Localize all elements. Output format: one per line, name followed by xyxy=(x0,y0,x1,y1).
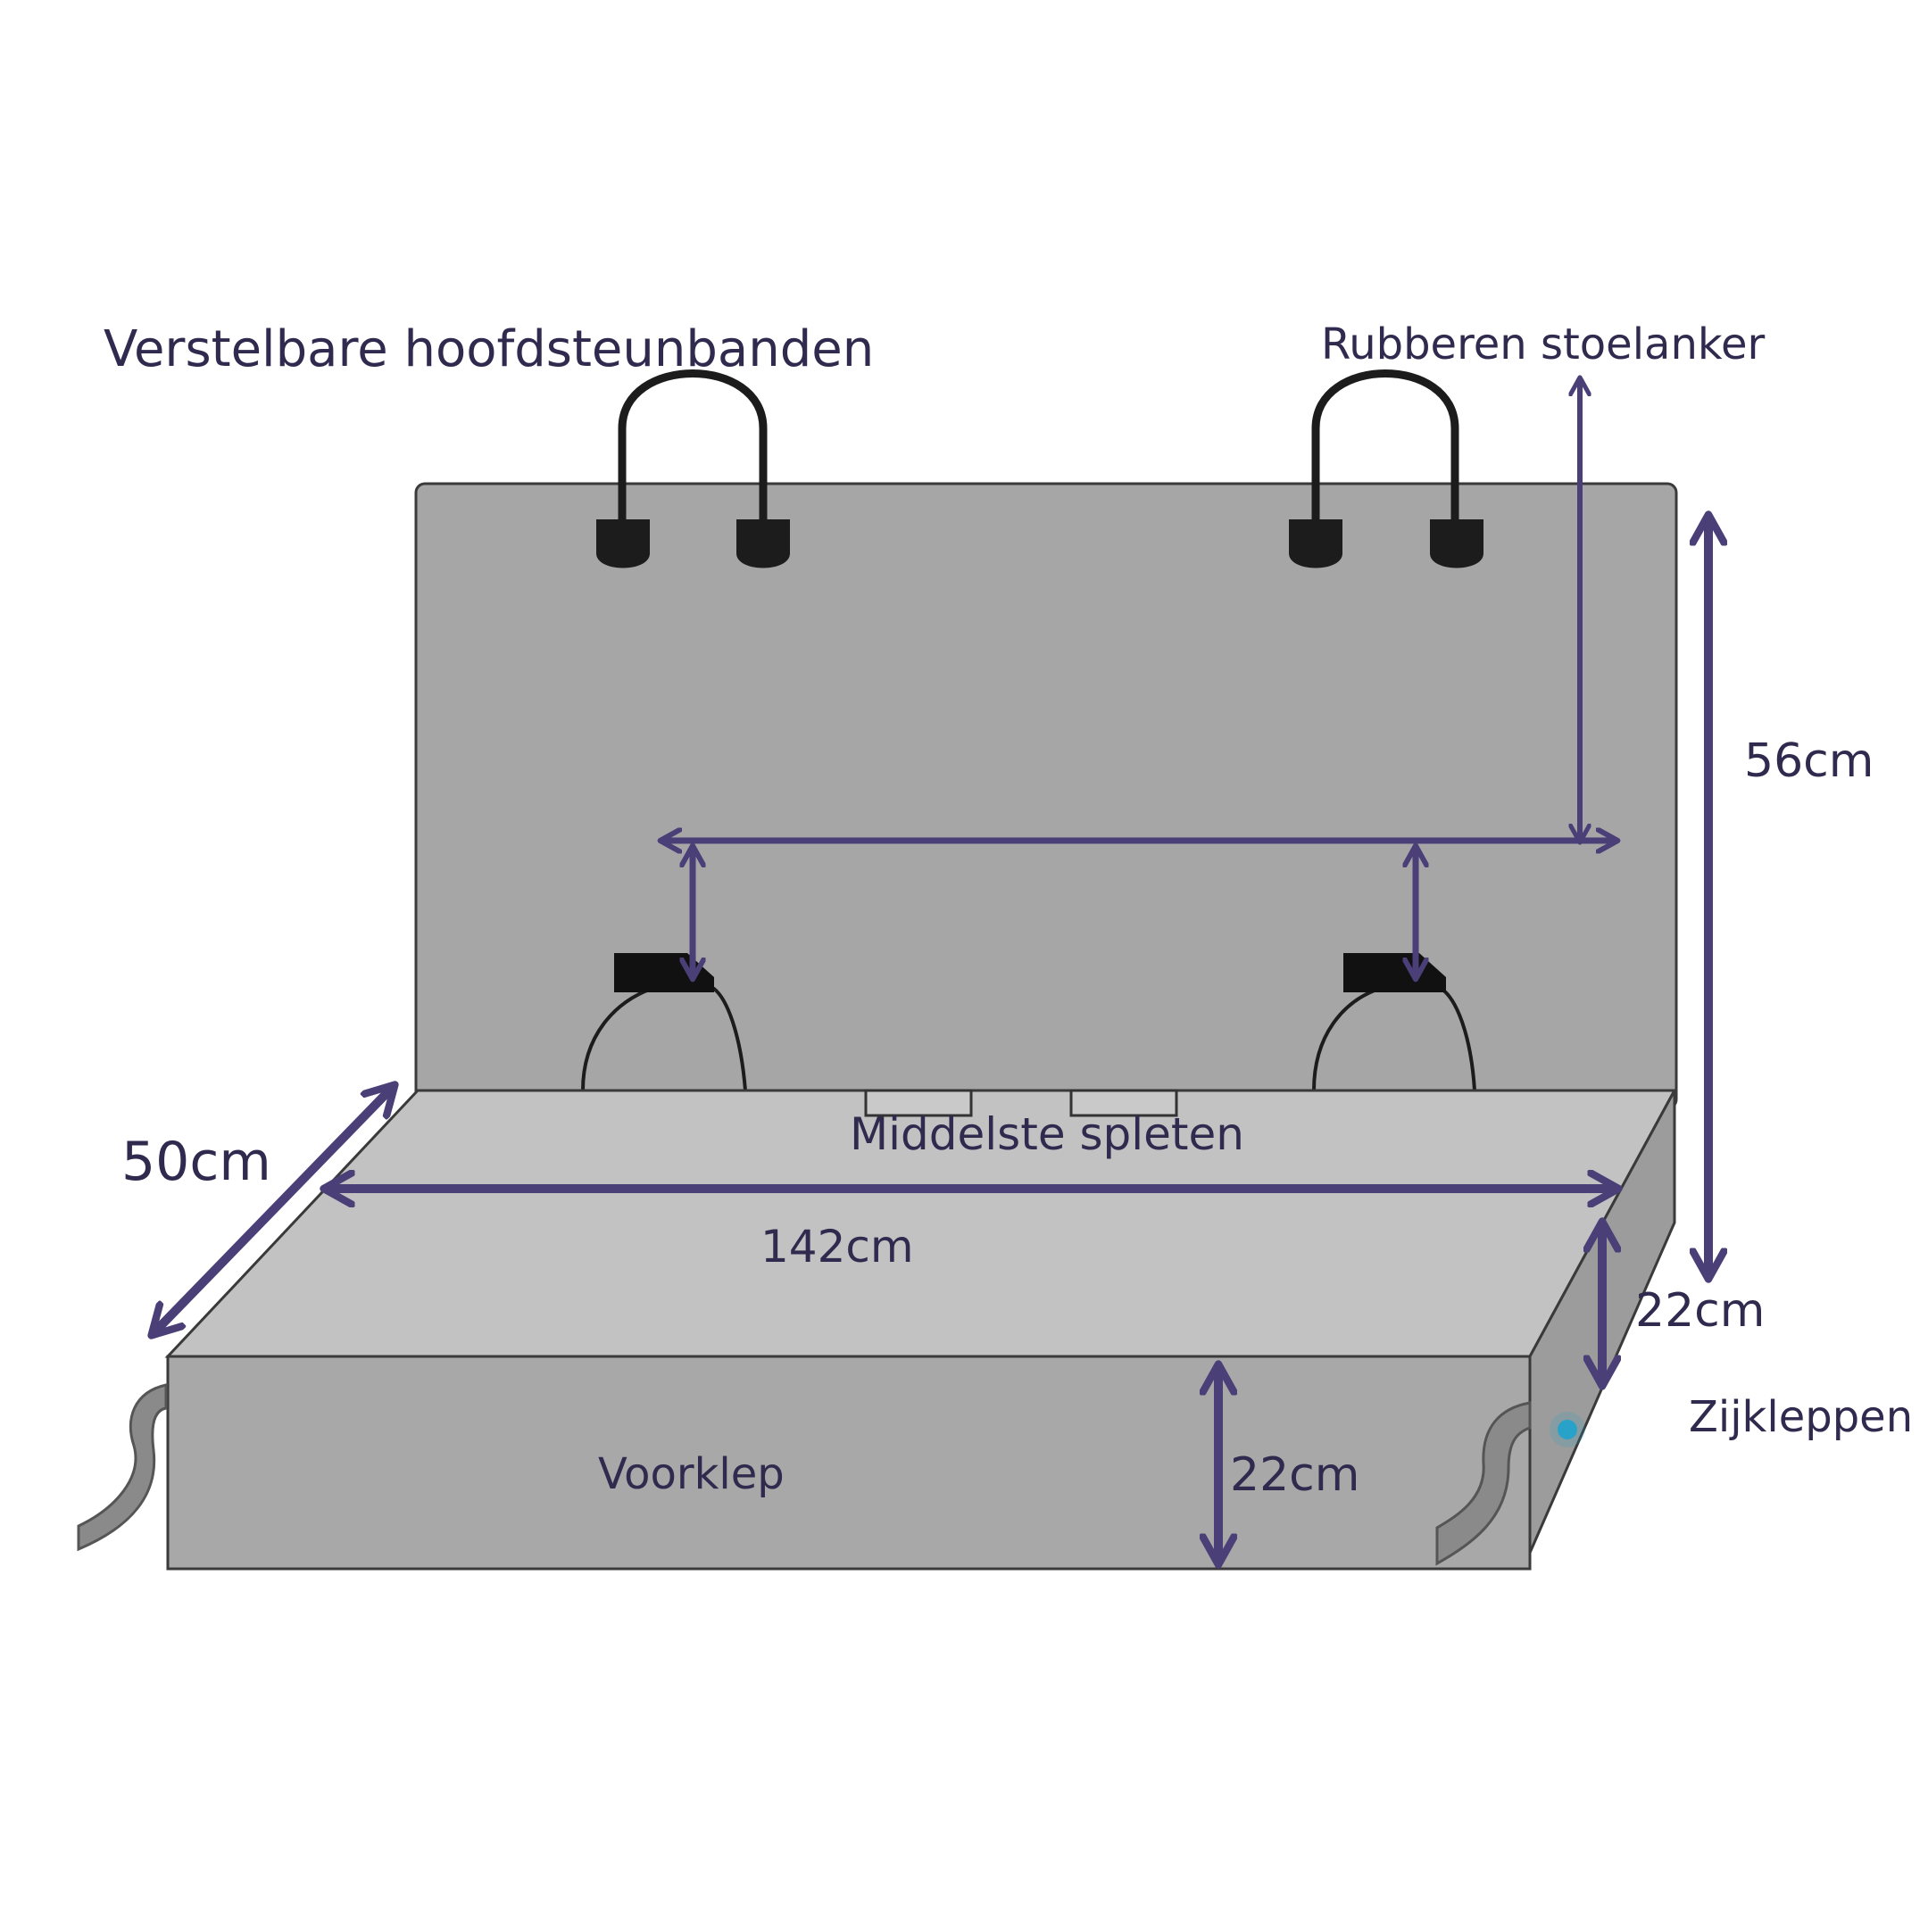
seat-depth-arrow xyxy=(154,1087,393,1333)
seatbelt-opening-left xyxy=(581,953,747,1091)
side-flap-marker-glow xyxy=(1550,1412,1585,1447)
label-rubber-anchors: Rubberen stoelanker xyxy=(1321,319,1765,369)
label-front-flap-height: 22cm xyxy=(1230,1448,1359,1502)
backrest-panel xyxy=(414,482,1678,1110)
label-backrest-height: 56cm xyxy=(1744,734,1874,788)
label-seat-depth: 50cm xyxy=(121,1131,271,1193)
front-flap-strap-left xyxy=(77,1383,168,1552)
label-seat-width: 142cm xyxy=(760,1221,914,1273)
label-side-flaps: Zijkleppen xyxy=(1689,1392,1913,1442)
label-headrest-straps: Verstelbare hoofdsteunbanden xyxy=(104,320,874,378)
middle-slit-left xyxy=(864,1089,973,1117)
label-middle-slits: Middelste spleten xyxy=(850,1108,1244,1160)
front-flap-panel xyxy=(166,1355,1532,1571)
label-side-flap-height: 22cm xyxy=(1635,1284,1765,1338)
headrest-strap-right xyxy=(1289,369,1483,568)
side-flap-marker xyxy=(1558,1420,1577,1439)
middle-slit-right xyxy=(1069,1089,1178,1117)
label-front-flap: Voorklep xyxy=(598,1449,785,1499)
side-flap-strap xyxy=(1435,1401,1532,1566)
headrest-strap-left xyxy=(596,369,790,568)
